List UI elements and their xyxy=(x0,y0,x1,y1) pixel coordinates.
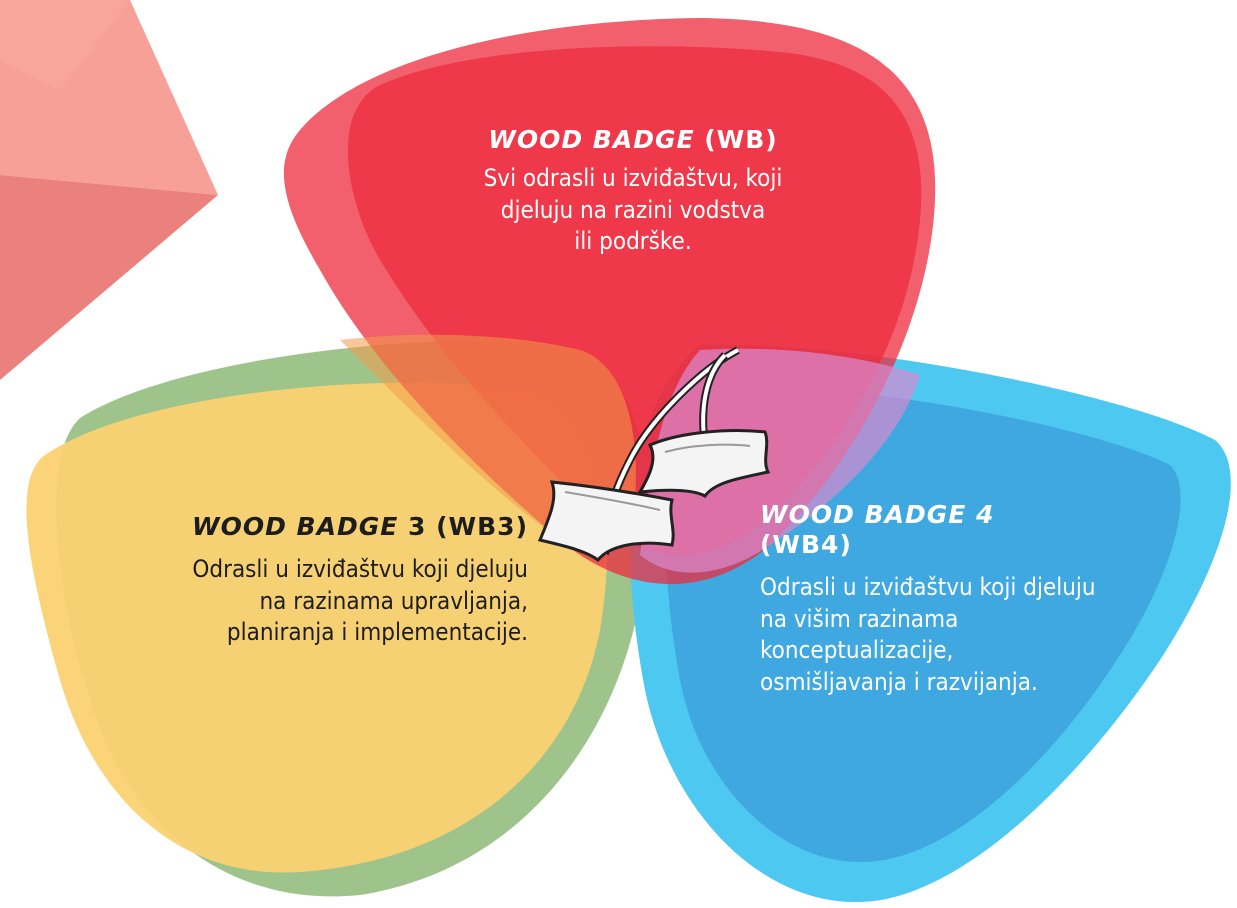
overlap-red-blue xyxy=(640,348,920,573)
wb-desc-line: Svi odrasli u izviđaštvu, koji xyxy=(483,164,783,192)
wb4-desc-line: na višim razinama xyxy=(760,604,959,633)
wb-title-rest: (WB) xyxy=(694,125,778,154)
wb-group: WOOD BADGE (WB) Svi odrasli u izviđaštvu… xyxy=(418,125,848,258)
wb3-description: Odrasli u izviđaštvu koji djeluju na raz… xyxy=(98,554,528,649)
wb-description: Svi odrasli u izviđaštvu, koji djeluju n… xyxy=(418,163,848,258)
wb4-title-rest: 4 xyxy=(966,500,995,529)
wb3-title-italic: WOOD BADGE xyxy=(192,512,399,541)
wb3-desc-line: Odrasli u izviđaštvu koji djeluju xyxy=(192,555,528,583)
wb-desc-line: ili podrške. xyxy=(574,227,692,256)
wb-desc-line: djeluju na razini vodstva xyxy=(500,195,766,224)
wb4-group: WOOD BADGE 4 (WB4) Odrasli u izviđaštvu … xyxy=(760,500,1180,699)
wb-title: WOOD BADGE (WB) xyxy=(418,125,848,155)
wb4-desc-line: Odrasli u izviđaštvu koji djeluju xyxy=(760,573,1096,601)
wood-badge-woggle-icon xyxy=(537,346,771,563)
wb3-title: WOOD BADGE 3 (WB3) xyxy=(98,512,528,542)
wb4-title-line2: (WB4) xyxy=(760,530,852,559)
wb3-shape-yellow xyxy=(26,382,608,873)
wb4-desc-line: konceptualizacije, xyxy=(760,636,954,665)
wb3-title-rest: 3 (WB3) xyxy=(398,512,528,541)
wb3-desc-line: planiranja i implementacije. xyxy=(226,618,528,647)
wb3-group: WOOD BADGE 3 (WB3) Odrasli u izviđaštvu … xyxy=(98,512,528,649)
wb3-desc-line: na razinama upravljanja, xyxy=(259,586,528,615)
wb4-desc-line: osmišljavanja i razvijanja. xyxy=(760,668,1038,697)
wb-title-italic: WOOD BADGE xyxy=(488,125,695,154)
wb4-description: Odrasli u izviđaštvu koji djeluju na viš… xyxy=(760,572,1180,699)
corner-triangle-decoration xyxy=(0,0,218,380)
wb4-title: WOOD BADGE 4 (WB4) xyxy=(760,500,1180,560)
wb4-title-italic: WOOD BADGE xyxy=(760,500,967,529)
